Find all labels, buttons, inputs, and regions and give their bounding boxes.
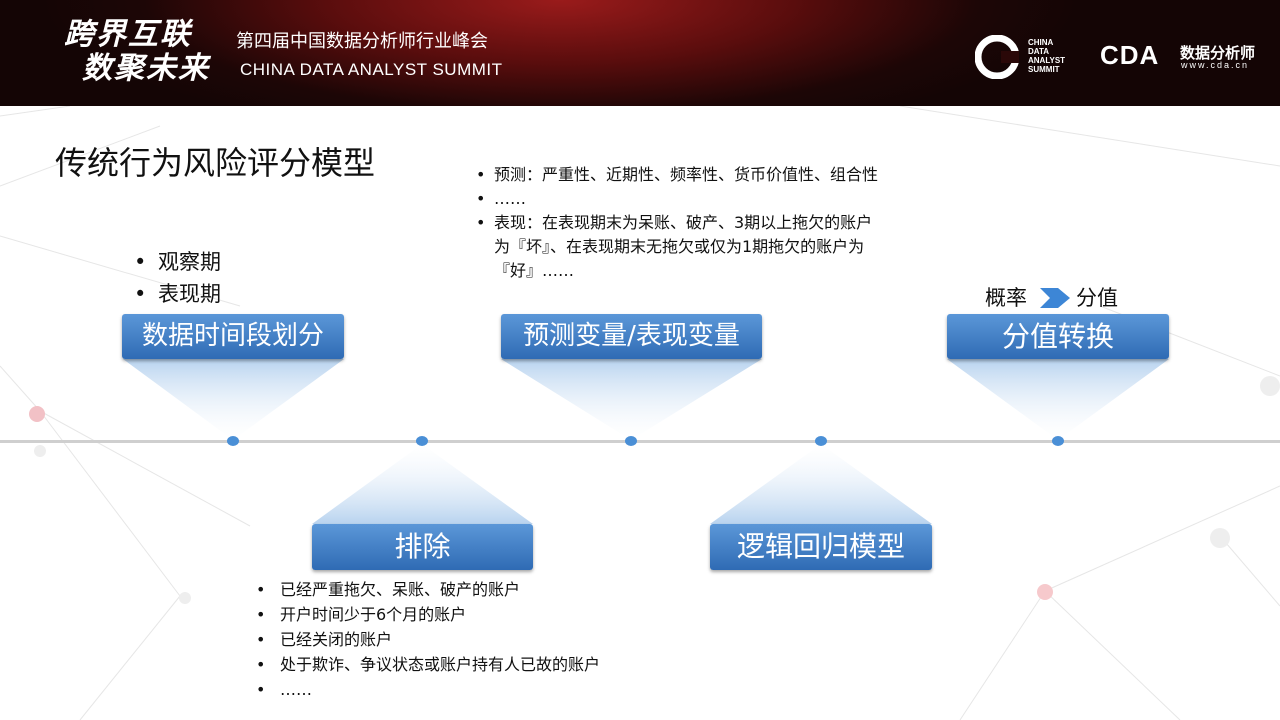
stage-box-logistic-regression: 逻辑回归模型 — [710, 524, 932, 570]
slogan: 跨界互联 数聚未来 — [64, 18, 210, 86]
wedge-stage2 — [312, 444, 533, 524]
logo-text-line: CHINA — [1028, 38, 1054, 47]
slogan-line-2: 数聚未来 — [82, 51, 210, 86]
wedge-stage4 — [710, 444, 932, 524]
cda-logo-url: www.cda.cn — [1181, 60, 1250, 70]
stage1-bullet-list: 观察期 表现期 — [130, 246, 221, 310]
logo-text-line: DATA — [1028, 47, 1050, 56]
timeline-dot — [625, 436, 637, 446]
stage2-bullet-list: 已经严重拖欠、呆账、破产的账户 开户时间少于6个月的账户 已经关闭的账户 处于欺… — [252, 577, 600, 702]
timeline-axis — [0, 440, 1280, 443]
wedge-stage5 — [947, 359, 1169, 440]
cda-logo-cn: 数据分析师 — [1180, 44, 1256, 62]
slogan-line-1: 跨界互联 — [64, 17, 192, 52]
cda-logo: CDA — [1100, 40, 1160, 70]
list-item: 表现期 — [130, 278, 221, 310]
stage-box-variables: 预测变量/表现变量 — [501, 314, 762, 359]
wedge-stage3 — [501, 359, 762, 440]
list-item: 已经关闭的账户 — [252, 627, 600, 652]
list-item: 处于欺诈、争议状态或账户持有人已故的账户 — [252, 652, 600, 677]
stage-box-exclusion: 排除 — [312, 524, 533, 570]
timeline-dot — [815, 436, 827, 446]
page-title: 传统行为风险评分模型 — [55, 144, 376, 182]
timeline-dot — [416, 436, 428, 446]
list-item: 预测：严重性、近期性、频率性、货币价值性、组合性 — [474, 163, 884, 187]
header-banner: 跨界互联 数聚未来 第四届中国数据分析师行业峰会 CHINA DATA ANAL… — [0, 0, 1280, 106]
list-item: …… — [474, 187, 884, 211]
stage3-bullet-list: 预测：严重性、近期性、频率性、货币价值性、组合性 …… 表现：在表现期末为呆账、… — [474, 163, 884, 283]
summit-name-cn: 第四届中国数据分析师行业峰会 — [236, 31, 488, 52]
logo-text-line: SUMMIT — [1028, 65, 1060, 74]
timeline-dot — [227, 436, 239, 446]
conversion-from: 概率 — [985, 286, 1027, 310]
logo-text-line: ANALYST — [1028, 56, 1066, 65]
summit-logo-text: CHINA DATA ANALYST SUMMIT — [1028, 38, 1065, 74]
network-background — [0, 106, 1280, 720]
summit-name-en: CHINA DATA ANALYST SUMMIT — [240, 60, 503, 79]
summit-logo-icon — [975, 35, 1019, 79]
list-item: 观察期 — [130, 246, 221, 278]
list-item: 表现：在表现期末为呆账、破产、3期以上拖欠的账户为『坏』、在表现期末无拖欠或仅为… — [474, 211, 884, 283]
wedge-stage1 — [123, 359, 344, 440]
list-item: 已经严重拖欠、呆账、破产的账户 — [252, 577, 600, 602]
list-item: 开户时间少于6个月的账户 — [252, 602, 600, 627]
stage-box-time-split: 数据时间段划分 — [122, 314, 344, 359]
chevron-right-icon — [1040, 288, 1070, 308]
timeline-dot — [1052, 436, 1064, 446]
list-item: …… — [252, 677, 600, 702]
stage-box-score-conversion: 分值转换 — [947, 314, 1169, 359]
conversion-to: 分值 — [1076, 286, 1118, 310]
